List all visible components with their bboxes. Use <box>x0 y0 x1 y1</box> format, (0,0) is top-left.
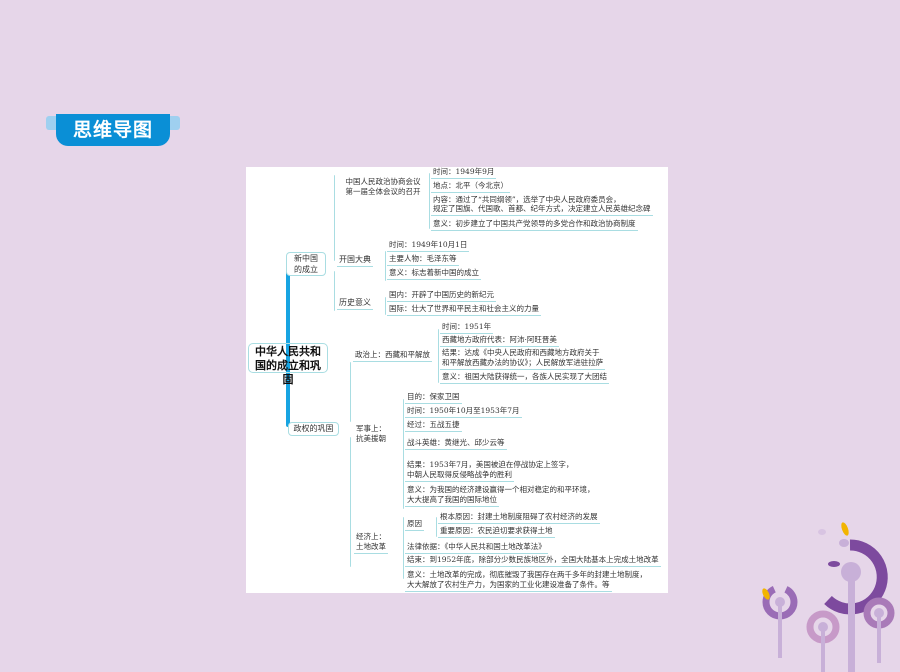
economy-important-cause: 重要原因：农民迫切要求获得土地 <box>438 526 555 538</box>
branch-founding: 新中国的成立 <box>286 252 326 276</box>
connector <box>334 175 335 261</box>
politics-result-line2: 和平解放西藏办法的协议》；人民解放军进驻拉萨 <box>440 358 606 370</box>
cppcc-content-line1: 内容：通过了“共同纲领”，选举了中央人民政府委员会， <box>433 195 621 204</box>
military-title-line2: 抗美援朝 <box>356 434 386 443</box>
connector <box>438 329 439 383</box>
mind-map: 中华人民共和国的成立和巩固 新中国的成立 中国人民政治协商会议第一届全体会议的召… <box>246 167 668 593</box>
politics-time: 时间：1951年 <box>440 322 494 334</box>
connector <box>403 517 404 579</box>
military-meaning-line1: 意义：为我国的经济建设赢得一个相对稳定的和平环境， <box>407 485 595 494</box>
economy-law: 法律依据：《中华人民共和国土地改革法》 <box>405 542 548 554</box>
trunk-line <box>286 262 290 427</box>
connector <box>385 297 386 315</box>
connector <box>429 173 430 229</box>
cppcc-title: 中国人民政治协商会议第一届全体会议的召开 <box>345 177 421 196</box>
military-goal: 目的：保家卫国 <box>405 392 462 404</box>
cppcc-time: 时间：1949年9月 <box>431 167 497 179</box>
central-topic: 中华人民共和国的成立和巩固 <box>248 343 328 386</box>
flower-decoration-icon <box>762 522 895 672</box>
cppcc-content-line2: 规定了国旗、代国歌、首都、纪年方式，决定建立人民英雄纪念碑 <box>431 204 653 216</box>
connector <box>350 362 351 422</box>
military-result-line1: 结果：1953年7月，美国被迫在停战协定上签字， <box>407 460 574 469</box>
economy-title-line2: 土地改革 <box>354 542 388 554</box>
politics-rep: 西藏地方政府代表：阿沛·阿旺晋美 <box>440 335 559 347</box>
politics-result-line1: 结果：达成《中央人民政府和西藏地方政府关于 <box>442 348 600 357</box>
economy-end: 结束：到1952年底，除部分少数民族地区外，全国大陆基本上完成土地改革 <box>405 555 661 567</box>
significance-domestic: 国内：开辟了中国历史的新纪元 <box>387 290 496 302</box>
mind-map-badge: 思维导图 <box>46 114 180 146</box>
ceremony-meaning: 意义：标志着新中国的成立 <box>387 268 481 280</box>
connector <box>403 399 404 509</box>
military-time: 时间：1950年10月至1953年7月 <box>405 406 522 418</box>
significance-title: 历史意义 <box>337 298 373 310</box>
badge-title: 思维导图 <box>56 114 170 146</box>
military-result-line2: 中朝人民取得反侵略战争的胜利 <box>405 470 514 482</box>
connector <box>385 251 386 281</box>
connector <box>436 517 437 537</box>
economy-cause: 原因 <box>405 519 424 531</box>
connector <box>350 437 351 567</box>
military-meaning-line2: 大大提高了我国的国际地位 <box>405 495 499 507</box>
economy-title-line1: 经济上： <box>356 532 386 541</box>
economy-root-cause: 根本原因：封建土地制度阻碍了农村经济的发展 <box>438 512 600 524</box>
military-title-line1: 军事上： <box>356 424 386 433</box>
cppcc-place: 地点：北平（今北京） <box>431 181 510 193</box>
politics-meaning: 意义：祖国大陆获得统一，各族人民实现了大团结 <box>440 372 609 384</box>
economy-meaning-line2: 大大解放了农村生产力，为国家的工业化建设准备了条件。等 <box>405 580 612 592</box>
military-heroes: 战斗英雄：黄继光、邱少云等 <box>405 438 507 450</box>
ceremony-time: 时间：1949年10月1日 <box>387 240 470 252</box>
branch-consolidation: 政权的巩固 <box>288 422 339 436</box>
ceremony-title: 开国大典 <box>337 255 373 267</box>
military-process: 经过：五战五捷 <box>405 420 462 432</box>
connector <box>334 271 335 311</box>
cppcc-meaning: 意义：初步建立了中国共产党领导的多党合作和政治协商制度 <box>431 219 638 231</box>
economy-meaning-line1: 意义：土地改革的完成，彻底摧毁了我国存在两千多年的封建土地制度， <box>407 570 647 579</box>
politics-title: 政治上：西藏和平解放 <box>353 350 432 362</box>
ceremony-person: 主要人物：毛泽东等 <box>387 254 459 266</box>
significance-intl: 国际：壮大了世界和平民主和社会主义的力量 <box>387 304 541 316</box>
